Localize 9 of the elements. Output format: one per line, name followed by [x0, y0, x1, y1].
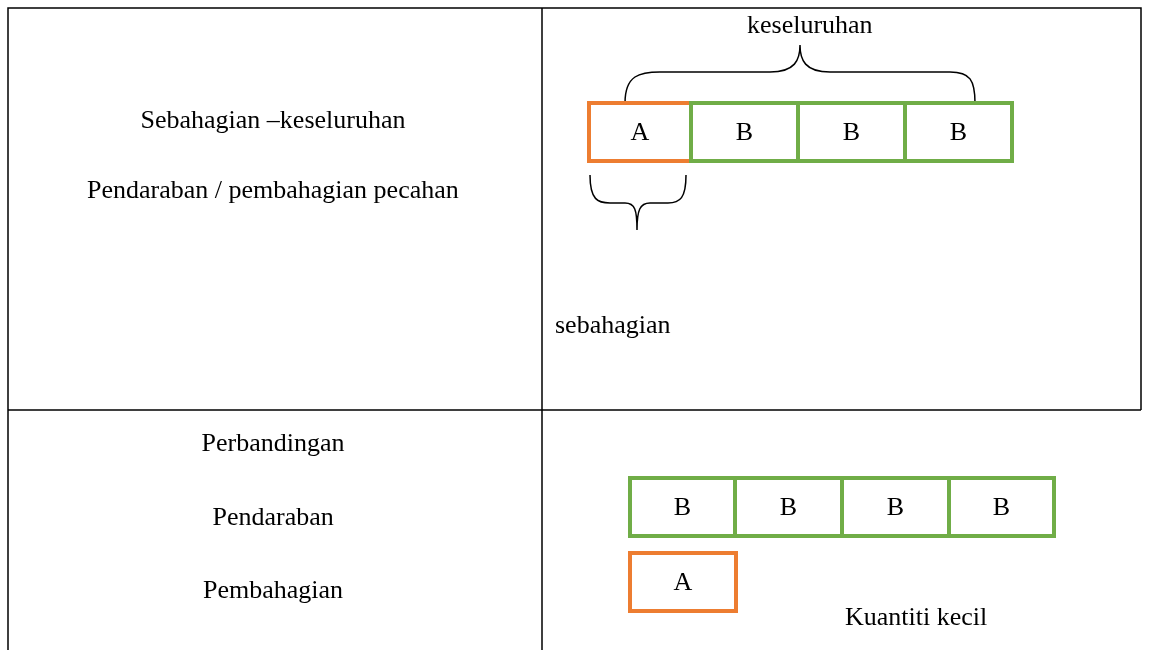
bracket-label: keseluruhan	[747, 10, 873, 40]
bracket-label: sebahagian	[555, 310, 671, 340]
table-cell-text: Perbandingan	[201, 428, 345, 458]
table-cell-text: Pembahagian	[203, 575, 344, 605]
table-cell-text: Pendaraban	[212, 502, 334, 532]
table-cell-text: Pendaraban / pembahagian pecahan	[87, 175, 459, 205]
bar-segment: A	[628, 551, 738, 613]
bar-label: Kuantiti kecil	[845, 602, 988, 632]
table-cell-text: Sebahagian –keseluruhan	[140, 105, 406, 135]
